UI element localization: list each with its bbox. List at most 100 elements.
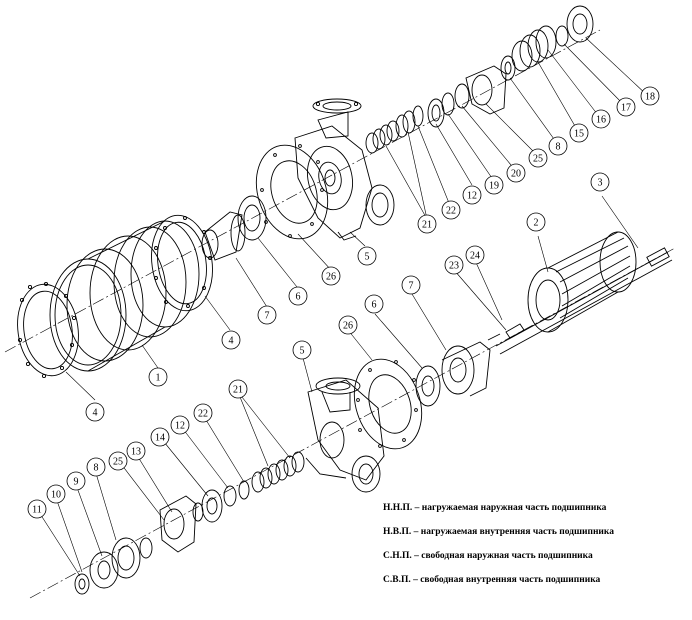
callout-circle: [46, 484, 66, 504]
legend-row-nvp: Н.В.П. – нагружаемая внутренняя часть по…: [383, 527, 683, 551]
gasket-right-part: [151, 214, 213, 312]
callout-label: 5: [300, 346, 305, 357]
callout-circle: [441, 200, 461, 220]
callout-circle: [257, 305, 277, 325]
callout-c8a: 8: [548, 136, 568, 156]
callout-c3: 3: [590, 172, 610, 192]
callout-label: 14: [155, 433, 165, 444]
callout-c21a: 21: [417, 214, 437, 234]
callout-label: 7: [409, 281, 414, 292]
pump-housing-upper-part: [294, 98, 395, 241]
callout-circle: [591, 109, 611, 129]
key-part: [487, 323, 525, 341]
callout-circle: [444, 255, 464, 275]
callout-label: 24: [470, 251, 480, 262]
callout-c26b: 26: [338, 315, 358, 335]
casing-cylinder-part: [49, 220, 200, 372]
callout-label: 6: [372, 300, 377, 311]
callout-c6b: 6: [364, 294, 384, 314]
legend-abbr-svp: С.В.П.: [383, 575, 411, 585]
callout-label: 2: [534, 218, 539, 229]
legend-text-snp: – свободная наружная часть подшипника: [411, 551, 593, 561]
callout-label: 11: [32, 505, 42, 516]
legend-row-nnp: Н.Н.П. – нагружаемая наружная часть подш…: [383, 503, 683, 527]
callout-c22a: 22: [441, 200, 461, 220]
callout-circle: [126, 441, 146, 461]
legend-abbr-nvp: Н.В.П.: [383, 527, 412, 537]
callout-circle: [108, 451, 128, 471]
callout-c12b: 12: [170, 415, 190, 435]
callout-circle: [364, 294, 384, 314]
callout-c25b: 25: [108, 451, 128, 471]
callout-circle: [484, 175, 504, 195]
callout-circle: [85, 402, 105, 422]
callout-c18: 18: [640, 86, 660, 106]
callout-label: 23: [449, 261, 459, 272]
callout-c1: 1: [148, 367, 168, 387]
callout-label: 18: [645, 92, 655, 103]
legend-text-nvp: – нагружаемая внутренняя часть подшипник…: [411, 527, 614, 537]
callout-c13: 13: [126, 441, 146, 461]
seal-springs-lower-part: [251, 451, 305, 493]
callout-c20: 20: [506, 163, 526, 183]
callout-c8b: 8: [86, 457, 106, 477]
callout-circle: [193, 403, 213, 423]
gasket-upper-26-part: [255, 144, 329, 240]
legend-abbr-nnp: Н.Н.П.: [383, 503, 413, 513]
callout-circle: [150, 427, 170, 447]
callout-circle: [569, 123, 589, 143]
bearing-upper-part: [500, 55, 516, 81]
callout-circle: [528, 148, 548, 168]
legend-text-nnp: – нагружаемая наружная часть подшипника: [412, 503, 607, 513]
callout-circle: [338, 315, 358, 335]
callout-circle: [506, 163, 526, 183]
callout-group: 1234455667788910111212131415161718192021…: [27, 86, 660, 519]
callout-label: 4: [229, 336, 234, 347]
seal-ring-lower-part: [223, 480, 250, 507]
bearing-cover-lower-part: [159, 495, 197, 553]
gasket-left-part: [17, 281, 79, 379]
seal-springs-upper-part: [365, 110, 416, 154]
callout-c22b: 22: [193, 403, 213, 423]
callout-c11: 11: [27, 499, 47, 519]
callout-label: 13: [131, 447, 141, 458]
callout-label: 10: [51, 490, 61, 501]
callout-c16: 16: [591, 109, 611, 129]
callout-label: 4: [93, 408, 98, 419]
callout-circle: [221, 330, 241, 350]
callout-circle: [401, 275, 421, 295]
callout-label: 26: [326, 272, 336, 283]
callout-label: 12: [175, 421, 185, 432]
callout-c14: 14: [150, 427, 170, 447]
callout-c5b: 5: [292, 340, 312, 360]
bearing-housing-upper-part: [201, 211, 246, 261]
callout-circle: [86, 457, 106, 477]
ring-lower-part: [415, 365, 441, 407]
callout-label: 12: [467, 191, 477, 202]
callout-label: 5: [365, 252, 370, 263]
callout-circle: [640, 86, 660, 106]
callout-c25a: 25: [528, 148, 548, 168]
ring-upper-part: [237, 195, 267, 241]
legend-row-svp: С.В.П. – свободная внутренняя часть подш…: [383, 575, 683, 599]
callout-label: 8: [94, 463, 99, 474]
callout-c6a: 6: [288, 286, 308, 306]
callout-circle: [66, 471, 86, 491]
leader-lines: [36, 37, 649, 577]
callout-c17: 17: [616, 97, 636, 117]
callout-label: 22: [198, 409, 208, 420]
callout-label: 15: [574, 129, 584, 140]
end-cover-upper-part: [555, 5, 594, 47]
callout-c26a: 26: [321, 266, 341, 286]
gasket-lower-26-part: [353, 358, 423, 450]
callout-c4a: 4: [85, 402, 105, 422]
callout-circle: [462, 185, 482, 205]
callout-label: 20: [511, 169, 521, 180]
callout-circle: [292, 340, 312, 360]
callout-circle: [357, 246, 377, 266]
callout-c21b: 21: [228, 379, 248, 399]
callout-label: 16: [596, 115, 606, 126]
callout-label: 19: [489, 181, 499, 192]
callout-label: 21: [422, 220, 432, 231]
